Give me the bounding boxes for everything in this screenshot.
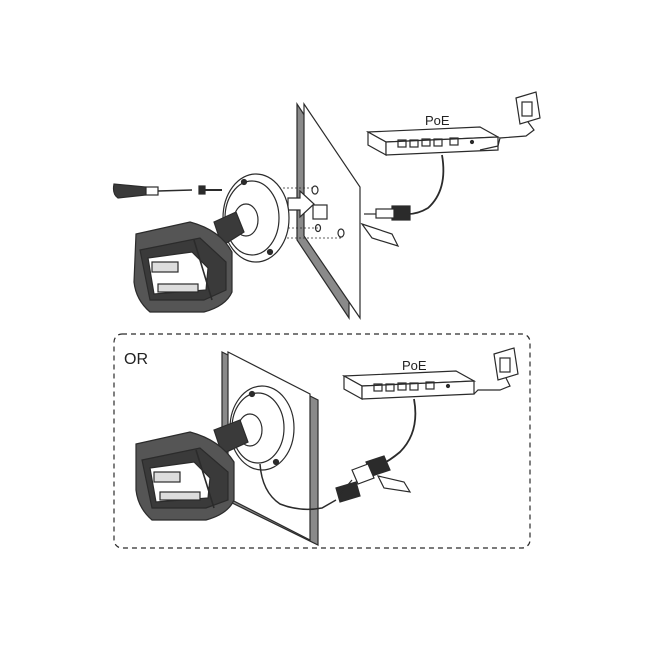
top-network-cable (407, 154, 445, 215)
top-wall-outlet (479, 91, 541, 151)
top-scene: PoE (112, 91, 541, 320)
bottom-scene: PoE (135, 347, 519, 546)
bottom-poe-switch: PoE (341, 358, 477, 401)
mount-arrow-icon (287, 189, 315, 219)
top-mount-base (222, 173, 290, 263)
screwdriver-icon (112, 183, 193, 199)
top-switch-ports (397, 137, 475, 148)
bottom-cable-connector (335, 455, 412, 503)
top-poe-switch: PoE (365, 113, 501, 157)
bottom-switch-ports (373, 381, 451, 392)
bottom-camera-cable (259, 463, 337, 511)
top-cable-connector (360, 205, 411, 247)
bottom-camera (135, 431, 235, 521)
bottom-wall-outlet (473, 347, 519, 395)
top-camera (133, 221, 233, 313)
bottom-poe-label: PoE (402, 358, 427, 373)
alternative-option-frame (113, 333, 531, 549)
or-label: OR (124, 351, 148, 368)
top-wall (296, 101, 361, 320)
screw-icon (198, 185, 222, 195)
top-poe-label: PoE (425, 113, 450, 128)
